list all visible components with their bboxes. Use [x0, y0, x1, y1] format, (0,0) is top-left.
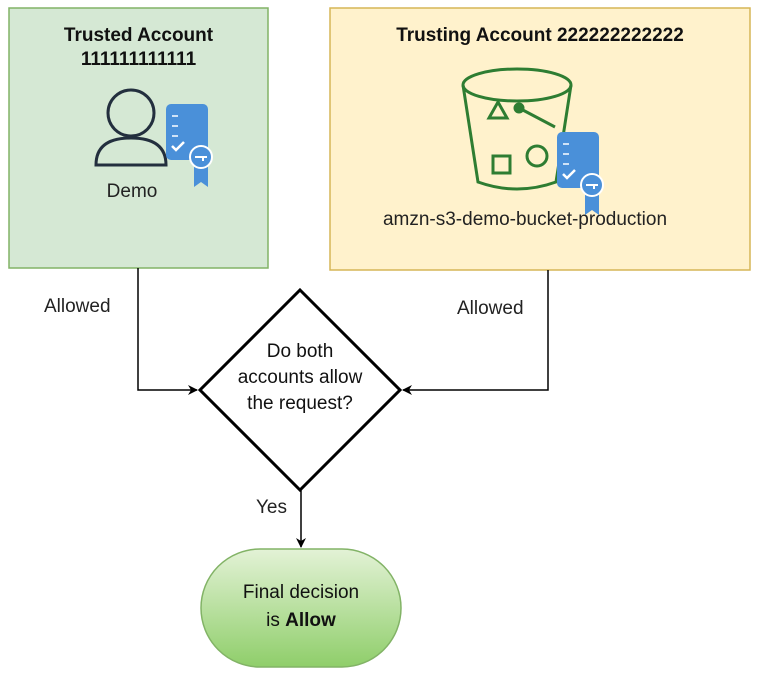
final-decision-text: Final decision is Allow: [201, 579, 401, 635]
trusted-account-title: Trusted Account 111111111111: [9, 24, 268, 72]
decision-line-1: Do both: [266, 341, 334, 362]
user-label: Demo: [106, 181, 158, 202]
final-decision-line-2: is Allow: [201, 607, 401, 635]
trusting-account-box: [329, 7, 751, 271]
decision-line-3: the request?: [247, 393, 353, 414]
decision-diamond: [197, 287, 403, 493]
edge-trusting-to-decision: [402, 270, 549, 395]
user-icon: [94, 88, 168, 167]
edge-label-yes: Yes: [256, 497, 287, 518]
certificate-icon: [166, 104, 213, 187]
edge-label-left-allowed: Allowed: [44, 296, 111, 317]
bucket-label: amzn-s3-demo-bucket-production: [382, 209, 668, 230]
decision-line-2: accounts allow: [237, 367, 363, 388]
s3-bucket-icon: [461, 67, 573, 191]
certificate-icon: [557, 132, 604, 215]
final-decision-line-1: Final decision: [242, 582, 360, 603]
final-decision-shape: [200, 548, 402, 668]
decision-question: Do both accounts allow the request?: [200, 339, 400, 417]
edge-trusted-to-decision: [137, 268, 198, 395]
final-decision-is: is: [266, 610, 286, 631]
trusted-account-id: 111111111111: [80, 49, 197, 70]
trusting-account-title: Trusting Account 222222222222: [396, 25, 684, 46]
final-decision-value: Allow: [285, 610, 336, 631]
edge-label-right-allowed: Allowed: [457, 298, 524, 319]
trusted-account-name: Trusted Account: [63, 25, 214, 46]
